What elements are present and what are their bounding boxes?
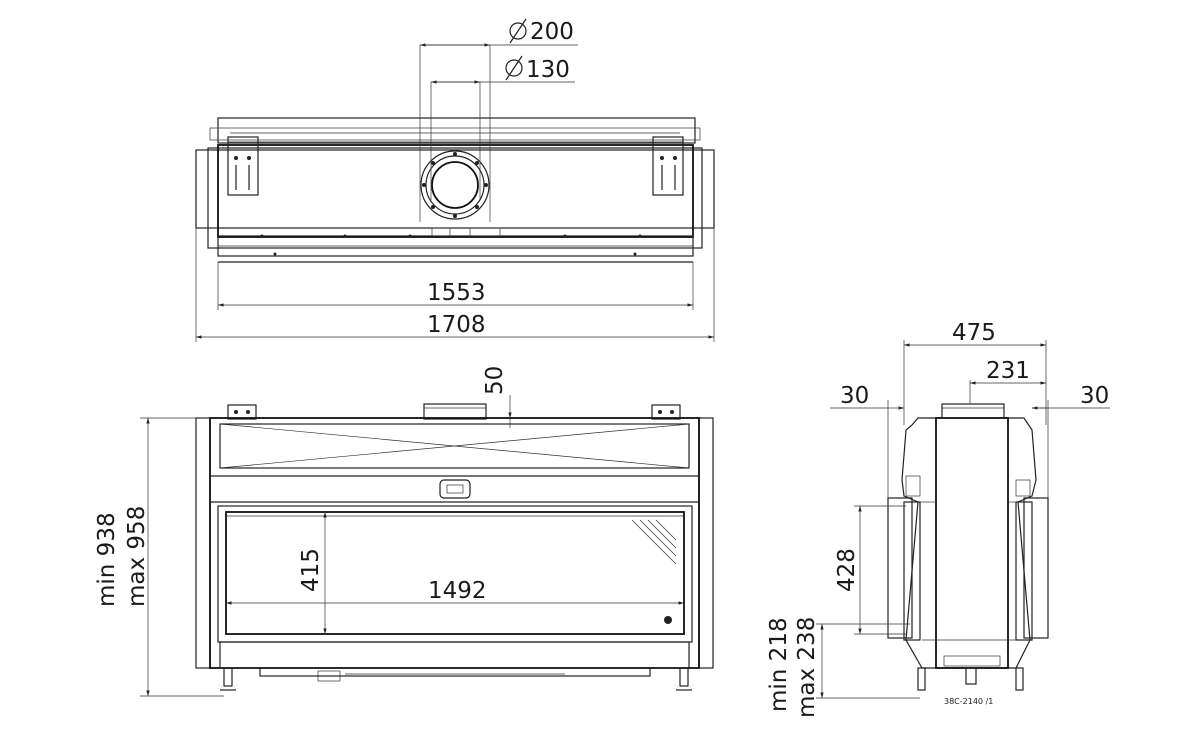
dimension-depth-475: 475 [952, 320, 996, 346]
dimension-glass-width-1492: 1492 [428, 578, 487, 604]
dimension-right-gap-30: 30 [1080, 383, 1109, 409]
top-view: 200 130 1553 1708 [195, 18, 715, 342]
dimension-width-1553: 1553 [427, 280, 486, 306]
front-view: 50 415 1492 min 938 max 958 [94, 366, 714, 697]
drawing-number: 38C-2140 /1 [944, 697, 993, 706]
dimension-side-glass-428: 428 [834, 548, 860, 592]
side-view: 475 231 30 30 428 min 218 max 238 38C-21… [766, 320, 1110, 718]
dimension-height-min: min 938 [94, 512, 120, 607]
dimension-width-1708: 1708 [427, 312, 486, 338]
dimension-flue-offset-231: 231 [986, 358, 1030, 384]
dimension-top-offset-50: 50 [482, 366, 508, 395]
dimension-base-max: max 238 [794, 617, 820, 718]
dimension-left-gap-30: 30 [840, 383, 869, 409]
dimension-base-min: min 218 [766, 617, 792, 712]
dimension-height-max: max 958 [124, 506, 150, 607]
dimension-glass-height-415: 415 [298, 548, 324, 592]
dimension-diameter-200: 200 [530, 19, 574, 45]
dimension-diameter-130: 130 [526, 57, 570, 83]
